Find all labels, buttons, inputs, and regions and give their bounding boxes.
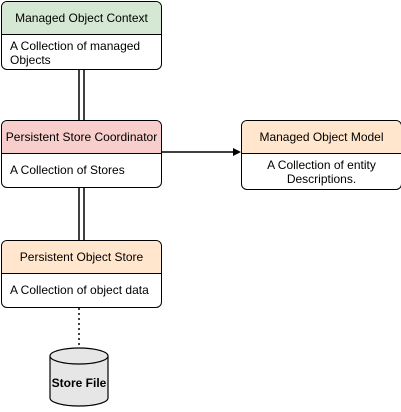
persistent-object-store-box[interactable]: Persistent Object Store A Collection of … — [1, 240, 162, 308]
model-header: Managed Object Model — [242, 121, 401, 154]
store-file-label: Store File — [51, 376, 107, 390]
managed-object-context-box[interactable]: Managed Object Context A Collection of m… — [1, 1, 162, 70]
context-header: Managed Object Context — [2, 2, 161, 35]
managed-object-model-box[interactable]: Managed Object Model A Collection of ent… — [241, 120, 401, 190]
store-header: Persistent Object Store — [2, 241, 161, 274]
coordinator-body: A Collection of Stores — [10, 163, 125, 177]
arrowhead-icon — [233, 148, 241, 156]
persistent-store-coordinator-box[interactable]: Persistent Store Coordinator A Collectio… — [1, 120, 162, 188]
store-file-cylinder-icon — [49, 347, 109, 407]
model-body: A Collection of entity Descriptions. — [267, 158, 376, 186]
coordinator-header: Persistent Store Coordinator — [2, 121, 161, 154]
context-body: A Collection of managed Objects — [10, 39, 141, 67]
store-body: A Collection of object data — [10, 283, 149, 297]
